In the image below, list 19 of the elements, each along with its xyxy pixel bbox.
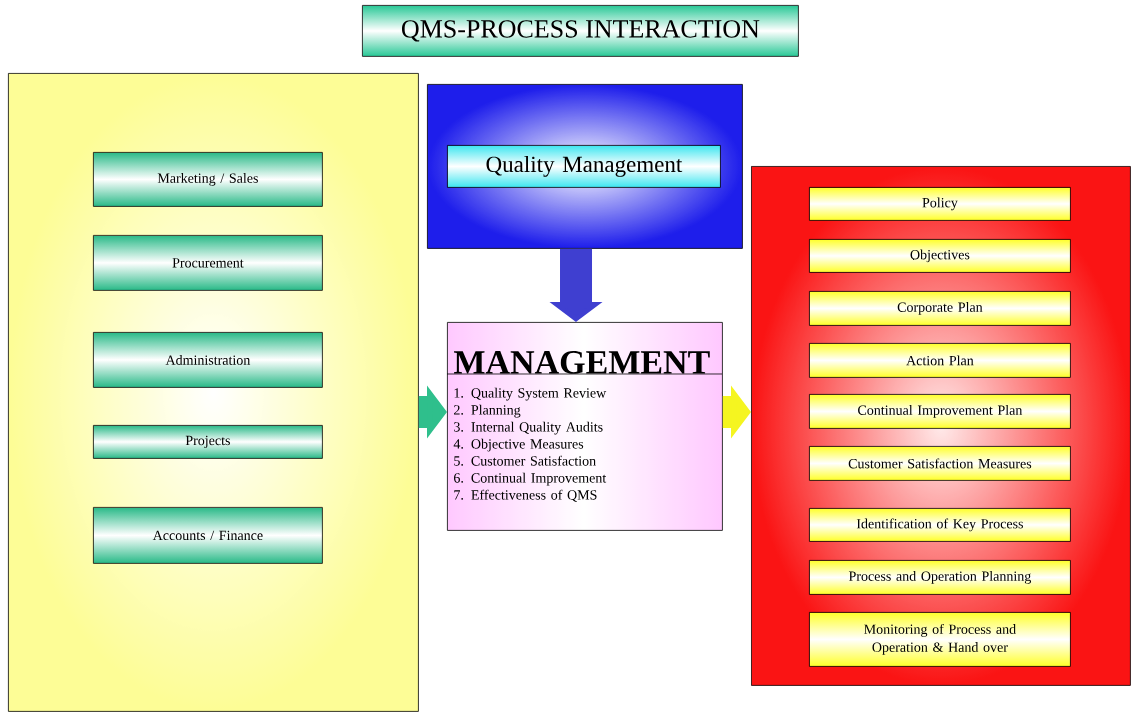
- process-box: Administration: [93, 332, 323, 388]
- title-box: QMS-PROCESS INTERACTION: [362, 5, 799, 57]
- process-box: Customer Satisfaction Measures: [809, 446, 1071, 481]
- process-box: Accounts / Finance: [93, 507, 323, 564]
- process-box: Procurement: [93, 235, 323, 291]
- process-box: Corporate Plan: [809, 291, 1071, 326]
- process-box: Projects: [93, 425, 323, 459]
- process-box: Process and Operation Planning: [809, 560, 1071, 595]
- process-box: Action Plan: [809, 343, 1071, 378]
- panel-background: [8, 73, 419, 712]
- process-box: Marketing / Sales: [93, 152, 323, 207]
- process-box: Identification of Key Process: [809, 508, 1071, 542]
- process-box: Policy: [809, 187, 1071, 221]
- process-box: Continual Improvement Plan: [809, 394, 1071, 429]
- process-box: Quality Management: [447, 145, 721, 188]
- process-box: MANAGEMENT 1. Quality System Review 2. Planning 3. Internal Quality Audits 4. Objective Measures 5. Customer Satisfaction 6. Continual Improvement 7. Effectiveness of QMS: [446, 322, 723, 531]
- process-box: Monitoring of Process and Operation & Hand over: [809, 612, 1071, 667]
- process-box: Objectives: [809, 239, 1071, 273]
- panel-background: [427, 84, 743, 249]
